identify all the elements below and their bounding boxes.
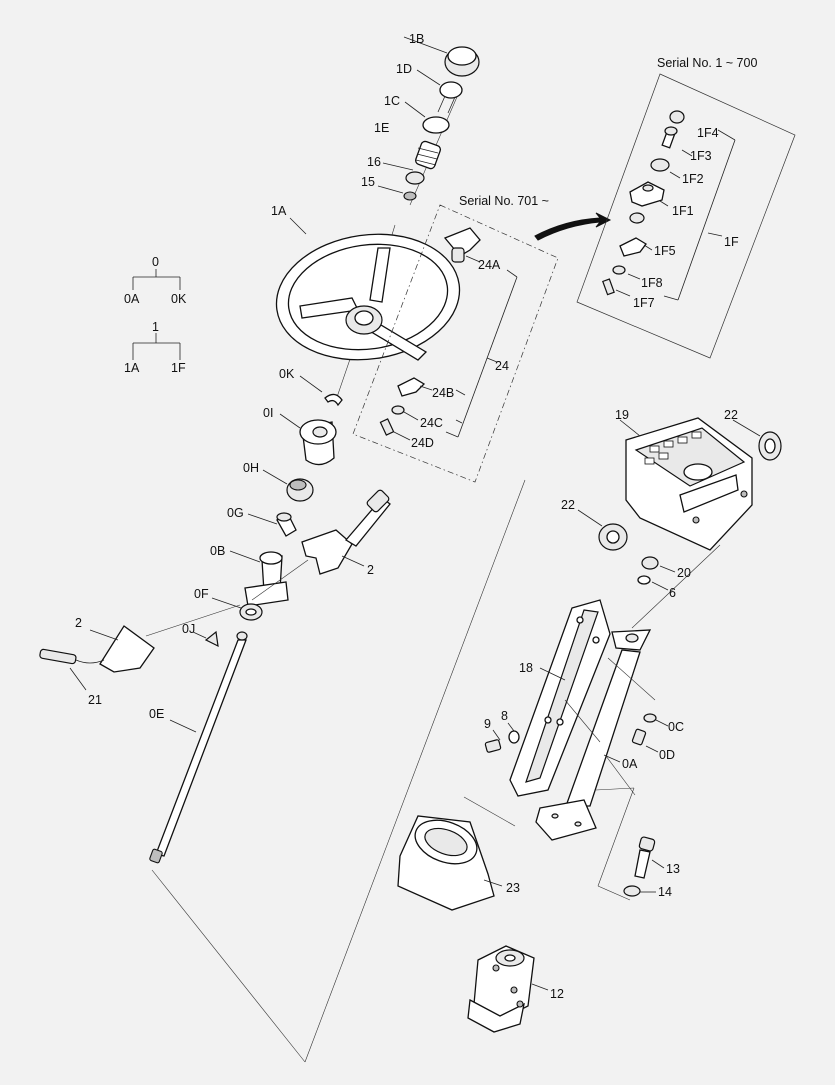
spring-part [382,140,442,171]
label-1A: 1A [271,204,287,218]
label-1F7: 1F7 [633,296,655,310]
label-serial-1-700: Serial No. 1 ~ 700 [657,56,757,70]
label-9: 9 [484,717,491,731]
sleeve-part-0g [247,512,297,537]
label-1B: 1B [409,32,424,46]
label-0C: 0C [668,720,684,734]
label-tree-0K: 0K [171,292,187,306]
label-20: 20 [677,566,691,580]
label-24B: 24B [432,386,454,400]
label-23: 23 [506,881,520,895]
label-tree-1A: 1A [124,361,140,375]
label-1F1: 1F1 [672,204,694,218]
label-8: 8 [501,709,508,723]
nut-washer-20-6 [631,544,721,629]
rubber-mount-top [732,419,782,461]
nut-bolt-0c-0d [631,713,669,753]
label-6: 6 [669,586,676,600]
bracket-part-0b [229,550,289,607]
label-tree-0A: 0A [124,292,140,306]
serial-701-group [352,204,612,483]
label-22-left: 22 [561,498,575,512]
serial-1-700-group [576,73,796,359]
assembly-tree-0 [132,269,181,290]
label-24C: 24C [420,416,443,430]
label-1C: 1C [384,94,400,108]
shaft-part-0e [149,631,248,864]
label-1F5: 1F5 [654,244,676,258]
clip-part-0k [299,375,343,407]
label-21: 21 [88,693,102,707]
label-2-left: 2 [75,616,82,630]
label-24: 24 [495,359,509,373]
steering-unit-part-12 [467,945,549,1033]
key-part-0j [192,630,219,648]
label-tree-0: 0 [152,255,159,269]
horn-cap-part [403,36,480,77]
label-0A: 0A [622,757,638,771]
bearing-part-0f [211,597,263,621]
ring-part [404,101,450,134]
label-15: 15 [361,175,375,189]
steering-wheel-part [275,217,461,361]
label-1F3: 1F3 [690,149,712,163]
label-1F8: 1F8 [641,276,663,290]
column-post-part-18 [509,599,656,841]
nut-part-15 [377,171,425,201]
label-1F: 1F [724,235,739,249]
bracket-0a [595,754,635,901]
label-0H: 0H [243,461,259,475]
label-19: 19 [615,408,629,422]
label-2-right: 2 [367,563,374,577]
label-serial-701: Serial No. 701 ~ [459,194,549,208]
label-0D: 0D [659,748,675,762]
label-0K: 0K [279,367,295,381]
label-1F4: 1F4 [697,126,719,140]
label-1E: 1E [374,121,389,135]
label-1F2: 1F2 [682,172,704,186]
leader-line-diagonal [304,479,526,1063]
label-tree-1F: 1F [171,361,186,375]
switch-part-right [251,489,391,601]
label-0G: 0G [227,506,244,520]
bolt-13-washer-14 [623,836,665,897]
label-16: 16 [367,155,381,169]
bushing-part-0h [262,469,314,502]
bolt-washer-9-8 [484,722,520,753]
label-14: 14 [658,885,672,899]
assembly-tree-1 [132,333,181,360]
dashboard-part-19 [619,417,753,551]
leader-line-shaft-bottom [151,869,306,1063]
label-22-top: 22 [724,408,738,422]
cover-part-0i [279,413,337,466]
contact-part [416,69,463,114]
rubber-mount-left [577,509,628,551]
label-0F: 0F [194,587,209,601]
boot-part-23 [397,796,516,911]
label-12: 12 [550,987,564,1001]
label-13: 13 [666,862,680,876]
switch-part-left [39,604,241,691]
label-24D: 24D [411,436,434,450]
label-18: 18 [519,661,533,675]
label-0I: 0I [263,406,273,420]
label-tree-1: 1 [152,320,159,334]
label-0J: 0J [182,622,195,636]
label-24A: 24A [478,258,501,272]
label-0B: 0B [210,544,225,558]
label-0E: 0E [149,707,164,721]
label-1D: 1D [396,62,412,76]
